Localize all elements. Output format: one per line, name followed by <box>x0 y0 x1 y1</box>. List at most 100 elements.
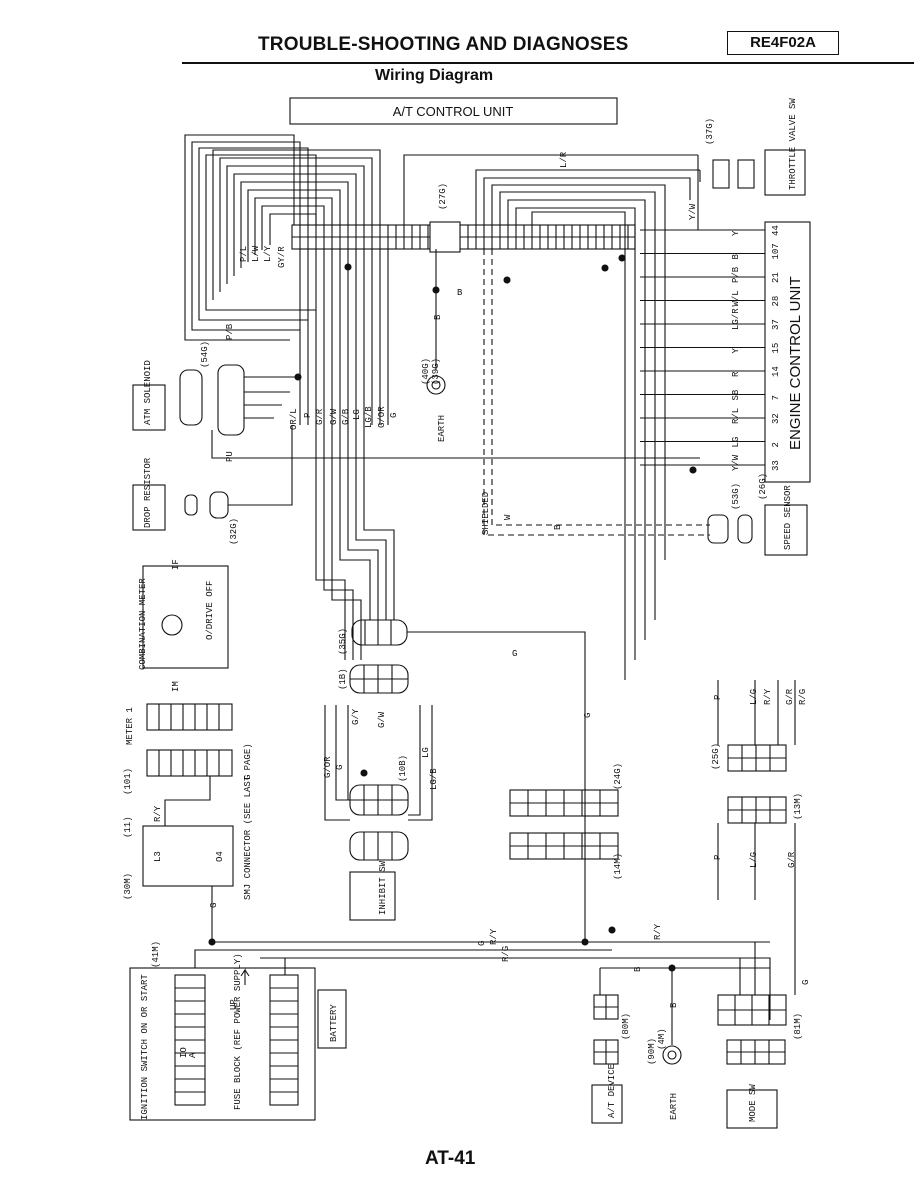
wire-p: P <box>303 413 313 418</box>
wire-gy: G/Y <box>351 708 361 725</box>
c10b-label: (10B) <box>398 755 408 782</box>
meter-1-label: METER 1 <box>125 707 135 745</box>
od-drive-off-label: O/DRIVE OFF <box>205 581 215 640</box>
at-control-unit-label: A/T CONTROL UNIT <box>393 104 514 119</box>
at-device: A/T DEVICE (80M) <box>591 967 770 1124</box>
wire-g-4: G <box>335 765 345 770</box>
lower-earth: (90M) (4M) EARTH <box>647 968 682 1120</box>
wire-g-7: G <box>477 941 487 946</box>
speed-sensor: SPEED SENSOR (53G) (26G) <box>707 473 808 556</box>
ignition-switch-label: IGNITION SWITCH ON OR START <box>140 974 150 1120</box>
drop-resistor-label: DROP RESISTOR <box>143 457 153 528</box>
ecu-pin-wire-label: Y <box>731 230 741 236</box>
im-label: IM <box>171 681 181 692</box>
ecu-pin-number: 2 <box>771 442 781 447</box>
wire-pl: P/L <box>239 246 249 262</box>
c13m-label: (13M) <box>793 793 803 820</box>
wire-ry-2: R/Y <box>153 805 163 822</box>
ecu-box <box>764 221 811 483</box>
wire-lr: L/R <box>559 151 569 168</box>
model-code: RE4F02A <box>727 31 839 55</box>
c1b-label: (1B) <box>338 668 348 690</box>
ecu-pin-wire-label: Y <box>731 348 741 354</box>
combination-meter: COMBINATION METER O/DRIVE OFF IF IM <box>138 559 229 692</box>
wire-lgb-2: LG/B <box>429 768 439 790</box>
diagram-subtitle: Wiring Diagram <box>375 67 494 84</box>
ecu-pin-wire-label: R <box>731 371 741 377</box>
ecu-pin-wire-label: Y/W <box>731 454 741 471</box>
ecu-pin-number: 28 <box>771 296 781 307</box>
wire-b-3: B <box>553 524 563 530</box>
c80m-label: (80M) <box>621 1013 631 1040</box>
ecu-pin-number: 15 <box>771 343 781 354</box>
c27g-label: (27G) <box>438 183 448 210</box>
wire-g-8: G <box>801 980 811 985</box>
smj-connector: L3 O4 SMJ CONNECTOR (SEE LAST PAGE) (11)… <box>123 743 253 942</box>
c40g-label: (40G) <box>421 358 431 385</box>
wire-orl: OR/L <box>289 408 299 430</box>
wire-p-2: P <box>713 695 723 700</box>
c54g-label: (54G) <box>200 341 210 368</box>
page-number: AT-41 <box>425 1148 476 1169</box>
ecu-pin-number: 14 <box>771 366 781 377</box>
inhibit-sw-label: INHIBIT SW <box>378 860 388 915</box>
ecu-pin-number: 21 <box>771 272 781 283</box>
wire-lg2-2: L/G <box>749 852 759 868</box>
connectors-25g-13m: (25G) (13M) <box>711 680 803 900</box>
inhibit-connectors: INHIBIT SW (35G) (1B) (10B) <box>324 619 586 945</box>
wire-g: G <box>389 413 399 418</box>
connectors-24g-14m: (24G) (14M) <box>509 763 623 880</box>
wire-pb: P/B <box>225 323 235 340</box>
wire-ly: L/Y <box>263 245 273 262</box>
wire-g-2: G <box>512 649 517 659</box>
wire-lg-2: LG <box>421 747 431 758</box>
ecu-pin-number: 37 <box>771 319 781 330</box>
wire-gor: G/OR <box>377 406 387 428</box>
ecu-pin-number: 107 <box>771 243 781 259</box>
wire <box>184 134 295 341</box>
wire-gr-3: G/R <box>787 851 797 868</box>
ecu-pin-wire-label: W/L <box>731 290 741 306</box>
c14m-label: (14M) <box>613 853 623 880</box>
c41m-label: (41M) <box>151 941 161 968</box>
ecu-pin-wire-label: B <box>731 254 741 260</box>
wire-ry-3: R/Y <box>489 928 499 945</box>
wire-gyr: GY/R <box>277 246 287 268</box>
wire-rg-2: R/G <box>501 946 511 962</box>
wire-g-5: G <box>243 775 253 780</box>
wire-lgb: LG/B <box>364 406 374 428</box>
c37g-label: (37G) <box>705 118 715 145</box>
earth-label-top: EARTH <box>437 415 447 442</box>
wire-b-4: B <box>633 966 643 972</box>
battery <box>317 989 347 1049</box>
header-rule <box>182 62 914 64</box>
wire-lg: LG <box>352 409 362 420</box>
c24g-label: (24G) <box>613 763 623 790</box>
wire-gw-2: G/W <box>377 711 387 728</box>
wire-g-6: G <box>209 903 219 908</box>
throttle-valve-sw-label: THROTTLE VALVE SW <box>788 98 798 190</box>
speed-sensor-label: SPEED SENSOR <box>783 485 793 550</box>
smj-connector-label: SMJ CONNECTOR (SEE LAST PAGE) <box>243 743 253 900</box>
wire-b-5: B <box>669 1002 679 1008</box>
earth-label-bottom: EARTH <box>669 1093 679 1120</box>
c35g-label: (35G) <box>338 628 348 655</box>
ecu-label: ENGINE CONTROL UNIT <box>787 276 804 450</box>
wire-gw: G/W <box>329 408 339 425</box>
ignition-fuse-block: IGNITION SWITCH ON OR START FUSE BLOCK (… <box>129 941 316 1121</box>
c81m-label: (81M) <box>793 1013 803 1040</box>
io-label: IO <box>179 1047 189 1058</box>
connector-27g: (27G) <box>291 183 636 253</box>
battery-label: BATTERY <box>329 1004 339 1042</box>
l3-label: L3 <box>153 851 163 862</box>
wire-lw: L/W <box>251 245 261 262</box>
mode-sw-label: MODE SW <box>748 1084 758 1122</box>
ecu-pin-number: 44 <box>771 225 781 236</box>
c32g-label: (32G) <box>229 518 239 545</box>
wire-b: B <box>457 288 463 298</box>
wire-gor-2: G/OR <box>323 756 333 778</box>
c39g-label: (39G) <box>431 358 441 385</box>
